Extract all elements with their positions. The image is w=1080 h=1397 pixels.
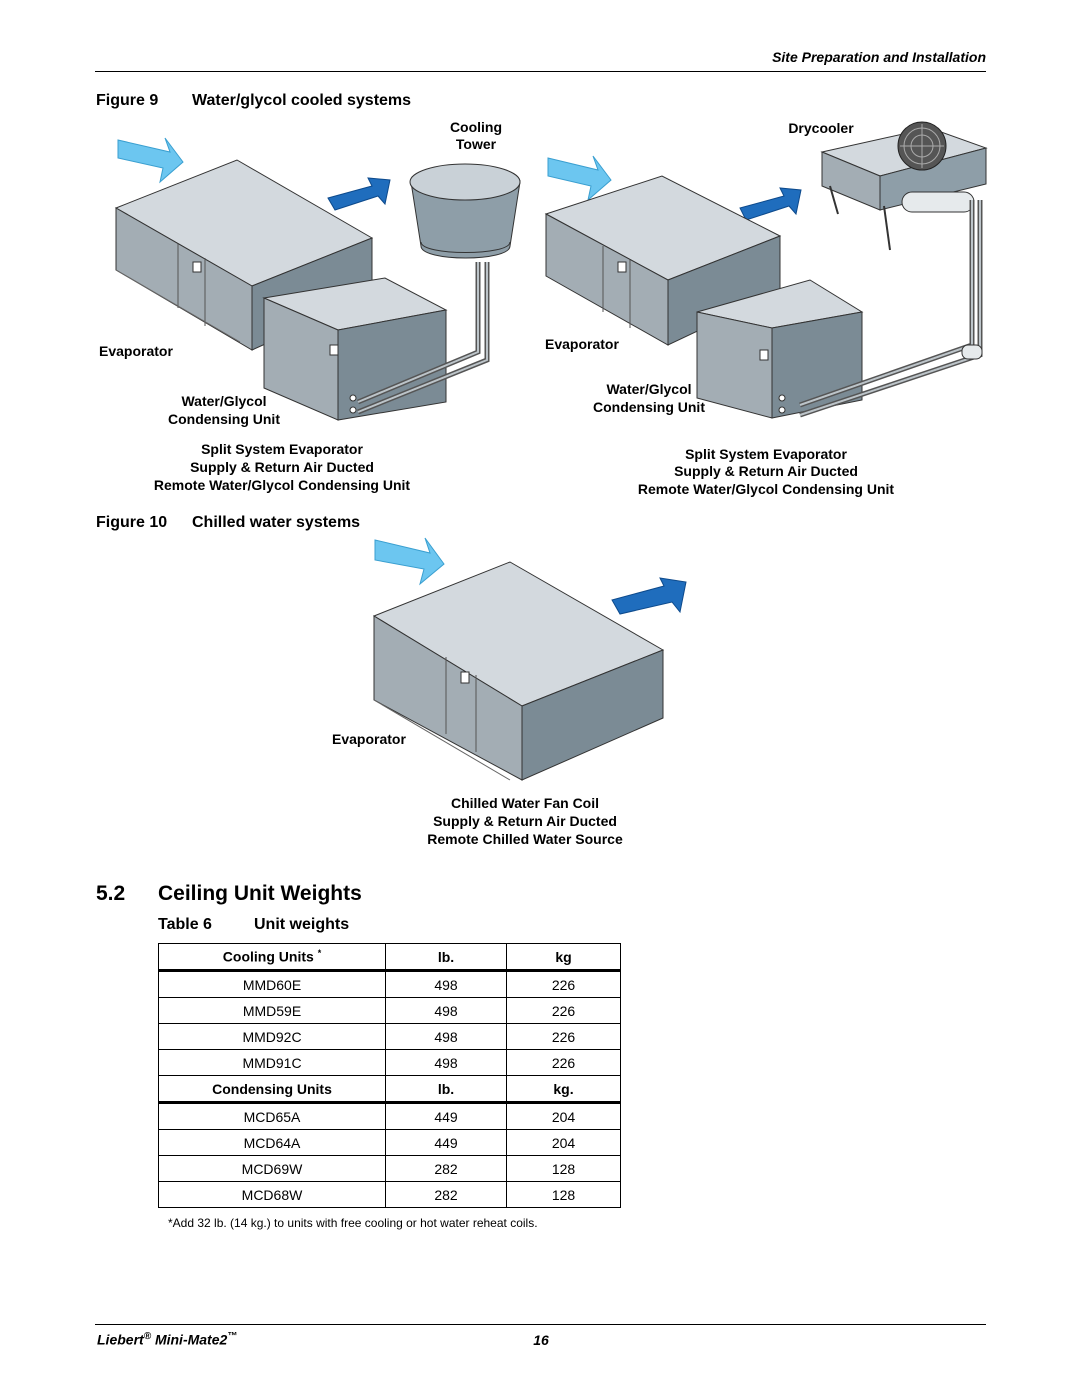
cooling-units-header: Cooling Units * xyxy=(158,943,386,972)
right-caption-line-1: Split System Evaporator xyxy=(685,446,847,462)
table-caption: Table 6 Unit weights xyxy=(158,916,349,934)
kg-header-2: kg. xyxy=(506,1075,621,1104)
condensing-unit-side xyxy=(337,309,447,421)
left-condensing-label-1: Water/Glycol xyxy=(181,393,267,409)
left-evaporator-label: Evaporator xyxy=(99,343,173,359)
figure-10-evaporator-label: Evaporator xyxy=(332,731,406,747)
right-caption-line-3: Remote Water/Glycol Condensing Unit xyxy=(637,481,895,497)
supply-air-arrow-2 xyxy=(547,155,612,202)
right-condensing-label-2: Condensing Unit xyxy=(593,399,705,415)
header-rule xyxy=(95,71,986,72)
table-title: Unit weights xyxy=(254,916,350,933)
figure-10-caption-line-3: Remote Chilled Water Source xyxy=(427,831,623,847)
supply-air-arrow xyxy=(117,137,184,184)
registered-mark: ® xyxy=(143,1331,152,1342)
left-condensing-label-2: Condensing Unit xyxy=(168,411,280,427)
figure-10-illustration xyxy=(372,537,687,781)
right-caption-line-2: Supply & Return Air Ducted xyxy=(674,463,858,479)
return-air-arrow-3 xyxy=(611,577,687,615)
figure-10-caption-line-1: Chilled Water Fan Coil xyxy=(450,795,600,811)
right-condensing-label-1: Water/Glycol xyxy=(606,381,692,397)
figure-9-label: Figure 9 xyxy=(96,92,159,109)
kg-header: kg xyxy=(506,943,621,972)
figure-9-title: Water/glycol cooled systems xyxy=(192,92,412,109)
table-footnote: *Add 32 lb. (14 kg.) to units with free … xyxy=(168,1216,538,1230)
figure-10-label: Figure 10 xyxy=(96,514,168,531)
cooling-units-header-row: Cooling Units * lb. kg xyxy=(158,943,621,972)
footnote-mark: * xyxy=(317,948,322,959)
figure-9-right-illustration xyxy=(544,121,988,419)
section-heading: 5.2 Ceiling Unit Weights xyxy=(96,882,362,906)
section-title: Ceiling Unit Weights xyxy=(158,882,362,905)
return-air-arrow-2 xyxy=(739,187,802,221)
supply-air-arrow-3 xyxy=(374,537,445,586)
left-caption-line-1: Split System Evaporator xyxy=(201,441,363,457)
figure-9-left-illustration xyxy=(114,137,521,421)
left-caption-line-2: Supply & Return Air Ducted xyxy=(190,459,374,475)
footer-product-name: Mini-Mate2 xyxy=(154,1331,228,1348)
figure-10-title: Chilled water systems xyxy=(192,514,361,531)
evaporator-side-3 xyxy=(521,649,664,781)
lb-header-2: lb. xyxy=(385,1075,507,1104)
figure-10-caption: Figure 10 Chilled water systems xyxy=(96,514,360,532)
figure-10-caption-line-2: Supply & Return Air Ducted xyxy=(433,813,617,829)
figure-9-caption: Figure 9 Water/glycol cooled systems xyxy=(96,92,411,110)
cooling-tower-label-1: Cooling xyxy=(449,119,503,135)
condensing-units-header: Condensing Units xyxy=(158,1075,386,1104)
condensing-units-header-row: Condensing Units lb. kg. xyxy=(158,1075,621,1104)
return-air-arrow xyxy=(327,177,391,211)
table-label: Table 6 xyxy=(158,916,212,933)
drycooler-label: Drycooler xyxy=(788,120,854,136)
section-number: 5.2 xyxy=(96,882,126,905)
cooling-tower-label-2: Tower xyxy=(455,136,497,152)
running-header: Site Preparation and Installation xyxy=(772,49,986,65)
lb-header: lb. xyxy=(385,943,507,972)
right-evaporator-label: Evaporator xyxy=(545,336,619,352)
left-caption-line-3: Remote Water/Glycol Condensing Unit xyxy=(153,477,411,493)
footer-product: Liebert® Mini-Mate2™ xyxy=(97,1331,237,1348)
footer-brand: Liebert xyxy=(97,1331,144,1348)
page-number: 16 xyxy=(533,1332,549,1348)
trademark-mark: ™ xyxy=(227,1331,238,1342)
footer-rule xyxy=(95,1324,986,1325)
